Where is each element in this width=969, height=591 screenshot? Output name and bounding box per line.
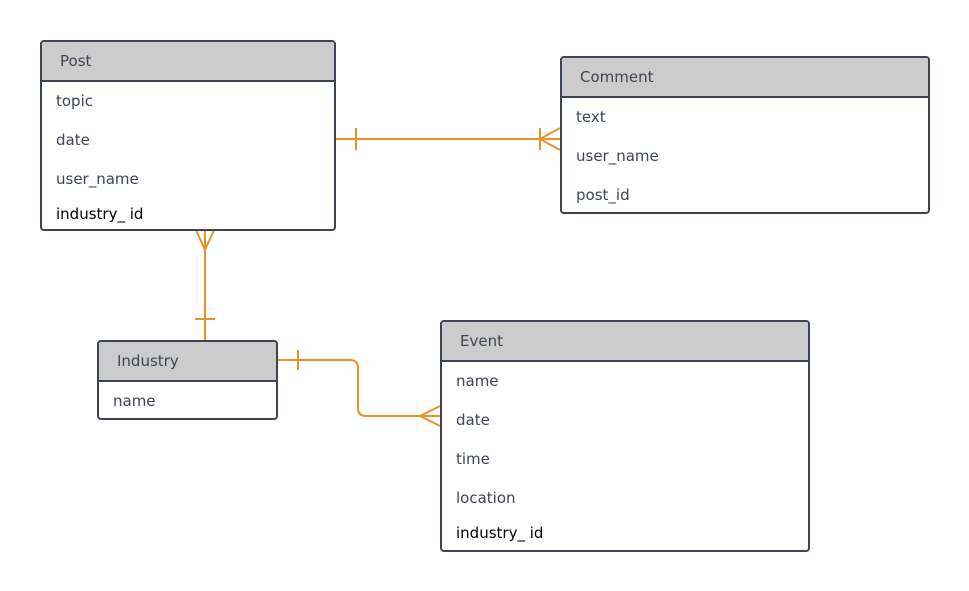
connector-industry-event[interactable] bbox=[278, 350, 441, 427]
comment-field-user-name: user_name bbox=[576, 147, 659, 165]
crowfoot-top bbox=[539, 127, 561, 140]
post-field-topic: topic bbox=[56, 92, 93, 110]
entity-event-title: Event bbox=[442, 322, 808, 362]
event-field-location: location bbox=[456, 489, 516, 507]
entity-comment-title: Comment bbox=[562, 58, 928, 98]
entity-industry[interactable]: Industry name bbox=[97, 340, 278, 420]
crowfoot-left bbox=[195, 229, 206, 251]
entity-industry-title: Industry bbox=[99, 342, 276, 382]
post-field-date: date bbox=[56, 131, 90, 149]
event-field-industry-id: industry_ id bbox=[456, 524, 544, 542]
connector-post-industry[interactable] bbox=[195, 229, 215, 340]
post-field-industry-id: industry_ id bbox=[56, 205, 144, 223]
event-field-date: date bbox=[456, 411, 490, 429]
crowfoot-right bbox=[204, 229, 215, 251]
industry-field-name: name bbox=[113, 392, 156, 410]
entity-comment[interactable]: Comment text user_name post_id bbox=[560, 56, 930, 214]
connector-post-comment[interactable] bbox=[335, 127, 561, 151]
entity-post[interactable]: Post topic date user_name industry_ id bbox=[40, 40, 336, 231]
comment-field-post-id: post_id bbox=[576, 186, 630, 204]
entity-event[interactable]: Event name date time location industry_ … bbox=[440, 320, 810, 552]
event-field-time: time bbox=[456, 450, 490, 468]
entity-post-title: Post bbox=[42, 42, 334, 82]
event-field-name: name bbox=[456, 372, 499, 390]
crowfoot-top bbox=[419, 405, 441, 417]
crowfoot-bottom bbox=[419, 415, 441, 427]
comment-field-text: text bbox=[576, 108, 606, 126]
crowfoot-bottom bbox=[539, 138, 561, 151]
post-field-user-name: user_name bbox=[56, 170, 139, 188]
